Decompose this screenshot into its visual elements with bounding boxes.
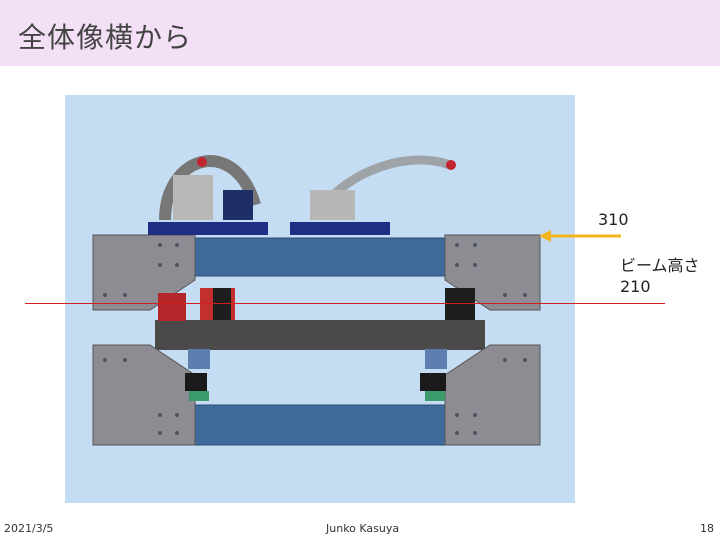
machine-side-view-drawing [92, 155, 541, 446]
slide-title-bar: 全体像横から [0, 0, 720, 66]
slide-title: 全体像横から [18, 21, 193, 54]
label-beam-height: ビーム高さ [620, 256, 700, 275]
footer-date: 2021/3/5 [4, 522, 54, 535]
label-beam-value: 210 [620, 277, 651, 296]
label-310: 310 [598, 210, 629, 229]
arrow-310-indicator [539, 230, 621, 242]
beam-height-line [25, 303, 665, 304]
footer-author: Junko Kasuya [326, 522, 400, 535]
cad-side-view-image [65, 95, 575, 503]
footer-page-number: 18 [700, 522, 714, 535]
